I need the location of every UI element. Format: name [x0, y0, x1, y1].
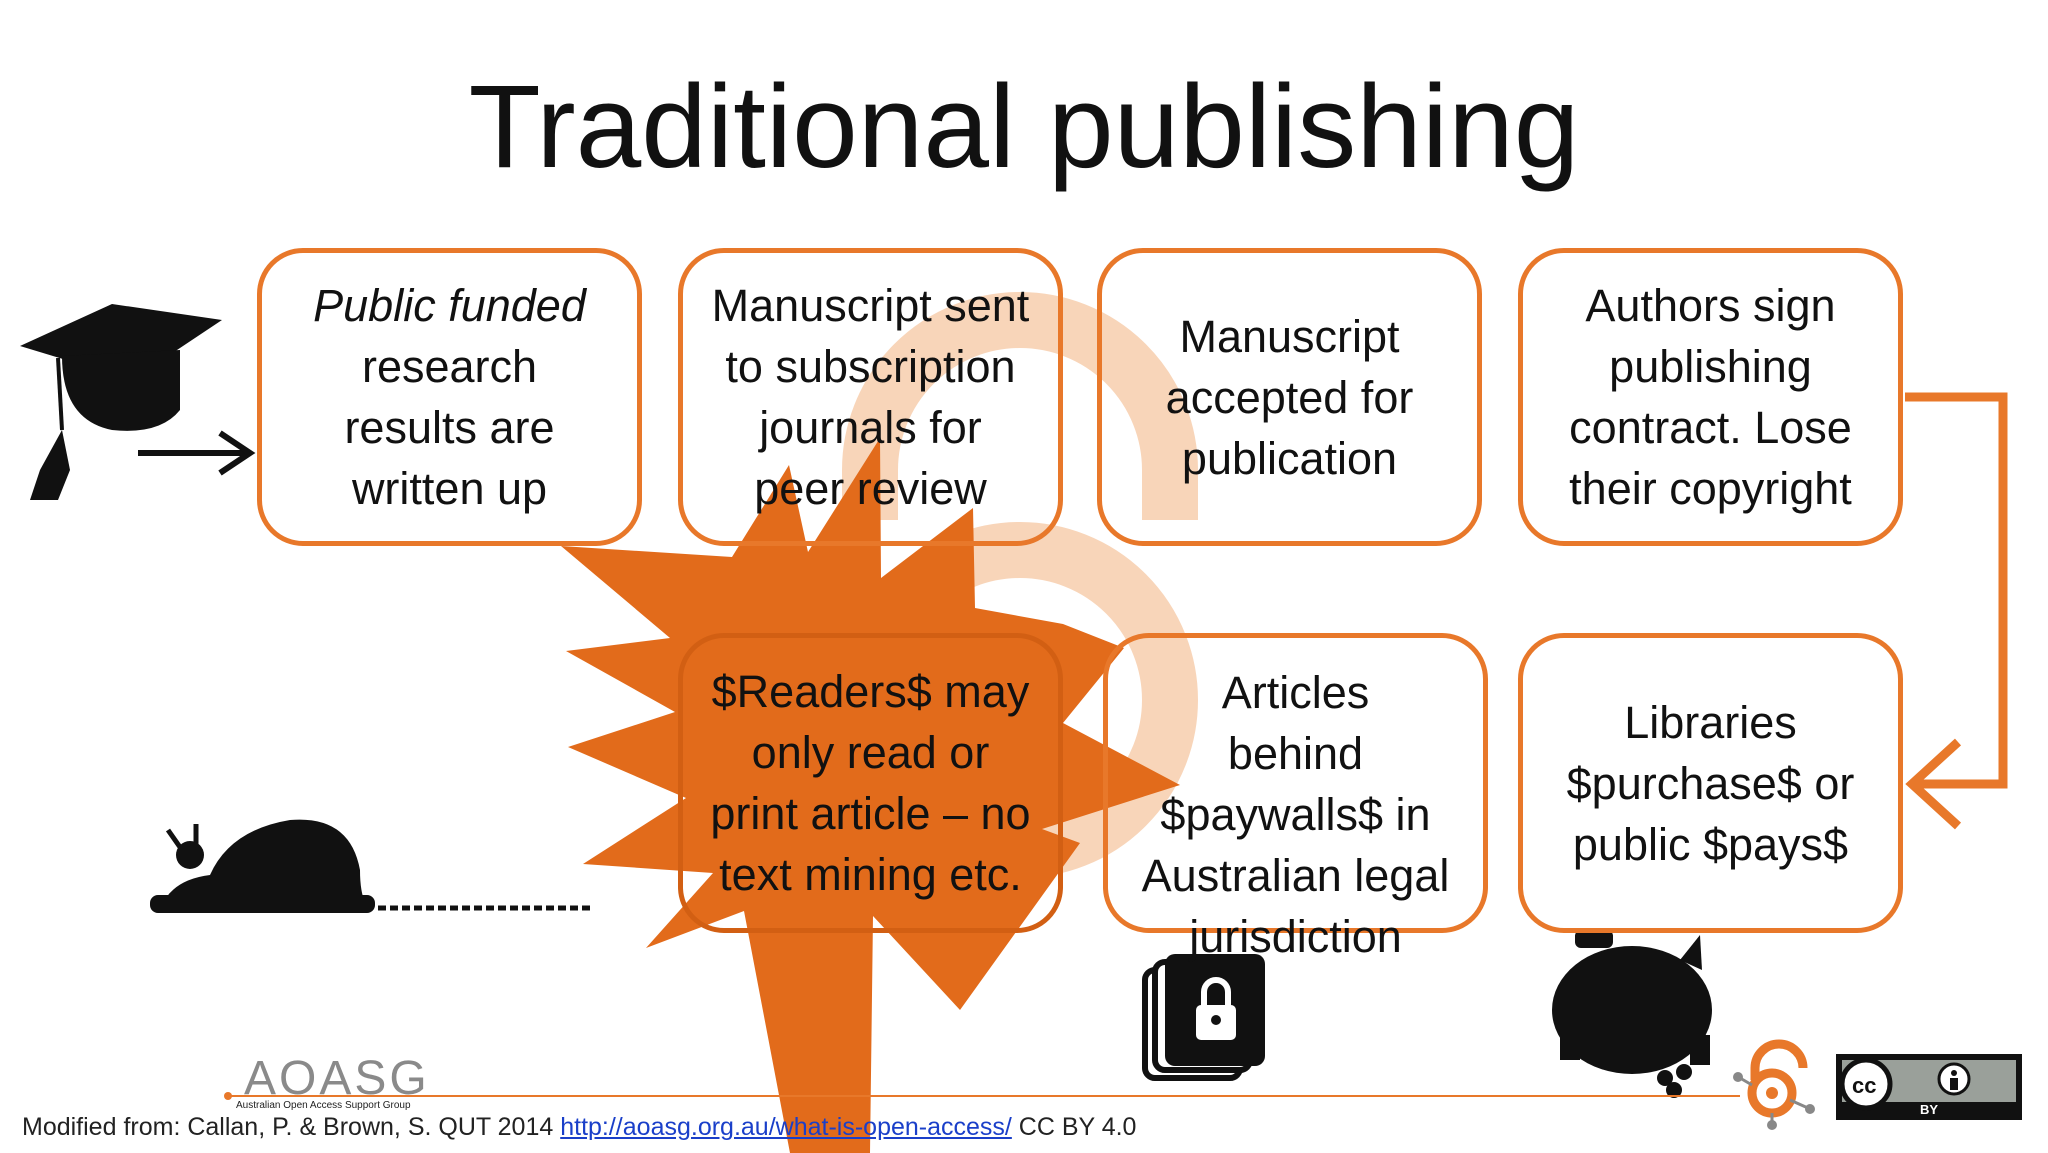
step-box-peer-review: Manuscript sent to subscription journals… — [678, 248, 1063, 546]
box-line: research — [313, 336, 586, 397]
box-line: Libraries — [1567, 692, 1855, 753]
aoasg-subtitle: Australian Open Access Support Group — [236, 1100, 411, 1111]
box-line: jurisdiction — [1142, 906, 1450, 967]
locked-documents-icon — [1145, 954, 1265, 1078]
footer-credit: Modified from: Callan, P. & Brown, S. QU… — [22, 1112, 1136, 1142]
step-box-paywalls: Articles behind $paywalls$ in Australian… — [1103, 633, 1488, 933]
step-box-sign-contract: Authors sign publishing contract. Lose t… — [1518, 248, 1903, 546]
svg-text:cc: cc — [1852, 1073, 1876, 1098]
graduation-cap-icon — [20, 304, 222, 500]
box-line: $paywalls$ in — [1142, 784, 1450, 845]
box-line: Authors sign — [1569, 275, 1852, 336]
box-line: accepted for — [1166, 367, 1414, 428]
box-line: print article – no — [710, 783, 1030, 844]
slide-title: Traditional publishing — [0, 62, 2048, 192]
box-line: Public funded — [313, 275, 586, 336]
box-line: written up — [313, 458, 586, 519]
footer-suffix: CC BY 4.0 — [1012, 1113, 1137, 1141]
box-line: Australian legal — [1142, 845, 1450, 906]
step-box-accepted: Manuscript accepted for publication — [1097, 248, 1482, 546]
box-line: text mining etc. — [710, 844, 1030, 905]
box-line: $Readers$ may — [710, 661, 1030, 722]
box-line: publishing — [1569, 336, 1852, 397]
step-box-libraries-purchase: Libraries $purchase$ or public $pays$ — [1518, 633, 1903, 933]
box-line: Manuscript sent — [712, 275, 1030, 336]
box-line: contract. Lose — [1569, 397, 1852, 458]
source-link[interactable]: http://aoasg.org.au/what-is-open-access/ — [560, 1113, 1012, 1141]
creative-commons-icon: cc — [1836, 1054, 2022, 1120]
step-box-research-written: Public funded research results are writt… — [257, 248, 642, 546]
box-line: Articles — [1142, 662, 1450, 723]
open-access-logo-icon — [1733, 1044, 1815, 1130]
box-line: behind — [1142, 723, 1450, 784]
box-line: publication — [1166, 428, 1414, 489]
footer-prefix: Modified from: Callan, P. & Brown, S. QU… — [22, 1113, 560, 1141]
box-line: their copyright — [1569, 458, 1852, 519]
piggy-bank-icon — [1552, 930, 1712, 1098]
box-line: to subscription — [712, 336, 1030, 397]
box-line: journals for — [712, 397, 1030, 458]
box-line: $purchase$ or — [1567, 753, 1855, 814]
box-line: results are — [313, 397, 586, 458]
aoasg-logo: AOASG — [244, 1054, 430, 1104]
connector-arrow — [1905, 397, 2003, 826]
step-box-readers-restricted: $Readers$ may only read or print article… — [678, 633, 1063, 933]
arrow-right-icon — [138, 433, 250, 473]
box-line: public $pays$ — [1567, 814, 1855, 875]
box-line: only read or — [710, 722, 1030, 783]
box-line: Manuscript — [1166, 306, 1414, 367]
snail-icon — [150, 820, 590, 913]
box-line: peer review — [712, 458, 1030, 519]
